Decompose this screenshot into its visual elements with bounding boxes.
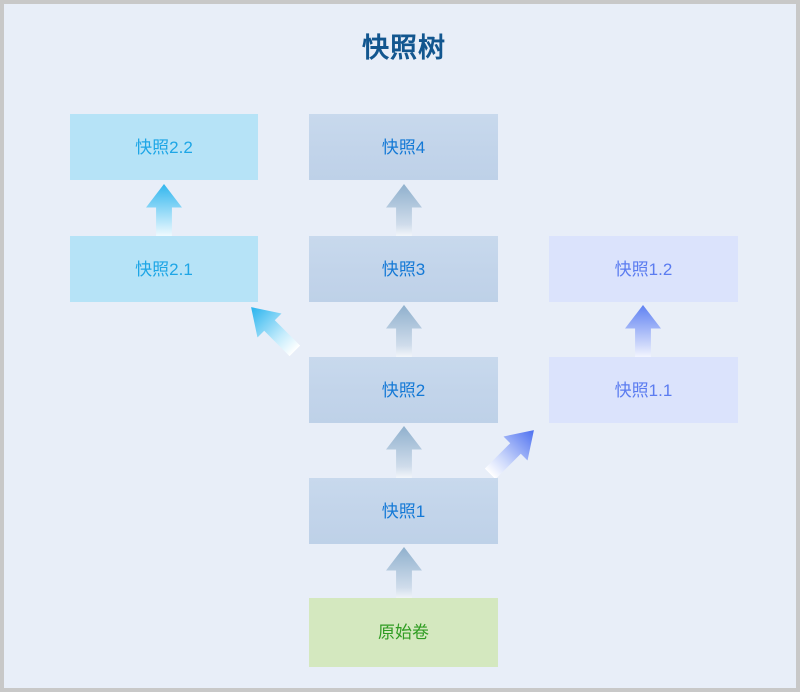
node-label: 快照3 [381, 259, 426, 279]
arrow-a-1-to-11 [478, 418, 546, 486]
node-label: 快照4 [381, 137, 426, 157]
node-snap21[interactable]: 快照2.1 [70, 236, 258, 302]
node-snap11[interactable]: 快照1.1 [549, 357, 738, 423]
node-snap4[interactable]: 快照4 [309, 114, 498, 180]
arrow-a-vol-to-1 [386, 547, 422, 603]
node-snap22[interactable]: 快照2.2 [70, 114, 258, 180]
node-snap3[interactable]: 快照3 [309, 236, 498, 302]
node-snap2[interactable]: 快照2 [309, 357, 498, 423]
node-origin[interactable]: 原始卷 [309, 598, 498, 667]
arrow-a-3-to-21 [239, 295, 307, 363]
node-label: 快照2 [381, 380, 426, 400]
page-title: 快照树 [362, 33, 446, 63]
node-label: 快照1.2 [614, 259, 673, 279]
node-snap1[interactable]: 快照1 [309, 478, 498, 544]
arrow-a-11-to-12 [625, 305, 661, 361]
arrow-a-1-to-2 [386, 426, 422, 482]
node-label: 快照1.1 [614, 380, 673, 400]
node-label: 快照2.1 [135, 259, 193, 279]
node-snap12[interactable]: 快照1.2 [549, 236, 738, 302]
arrow-a-21-to-22 [146, 184, 182, 240]
arrow-a-3-to-4 [386, 184, 422, 240]
node-label: 快照2.2 [135, 137, 193, 157]
node-label: 原始卷 [378, 623, 429, 642]
node-label: 快照1 [381, 501, 426, 521]
arrow-a-2-to-3 [386, 305, 422, 361]
